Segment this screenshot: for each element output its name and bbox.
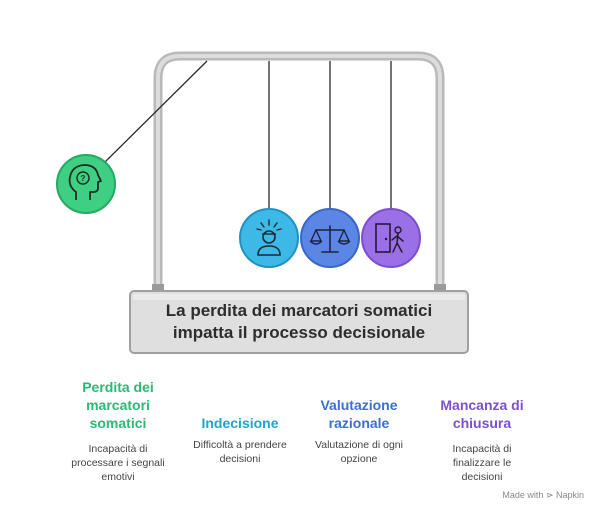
- column-description: Difficoltà a prendere decisioni: [193, 439, 287, 465]
- cradle-base: [129, 290, 469, 354]
- stressed-person-icon: [239, 208, 299, 268]
- newtons-cradle-diagram: ?: [56, 51, 469, 354]
- column-title: Valutazione razionale: [320, 397, 398, 431]
- balance-scale-icon: [300, 208, 360, 268]
- column-valutazione: Valutazione razionale Valutazione di ogn…: [300, 396, 418, 465]
- napkin-credit: Made with ⋗ Napkin: [502, 490, 584, 500]
- column-title: Indecisione: [201, 415, 279, 431]
- column-description: Incapacità di finalizzare le decisioni: [452, 443, 512, 483]
- string-1: [103, 60, 208, 164]
- headline: La perdita dei marcatori somatici impatt…: [165, 301, 433, 342]
- column-mancanza: Mancanza di chiusura Incapacità di final…: [420, 396, 544, 483]
- person-exit-door-icon: [361, 208, 421, 268]
- svg-text:?: ?: [81, 174, 86, 183]
- column-title: Perdita dei marcatori somatici: [82, 379, 154, 431]
- column-perdita: Perdita dei marcatori somatici Incapacit…: [56, 378, 180, 483]
- column-title: Mancanza di chiusura: [440, 397, 524, 431]
- column-description: Valutazione di ogni opzione: [315, 439, 403, 465]
- column-indecisione: Indecisione Difficoltà a prendere decisi…: [180, 414, 300, 465]
- column-description: Incapacità di processare i segnali emoti…: [71, 443, 165, 483]
- head-question-icon: ?: [56, 154, 116, 214]
